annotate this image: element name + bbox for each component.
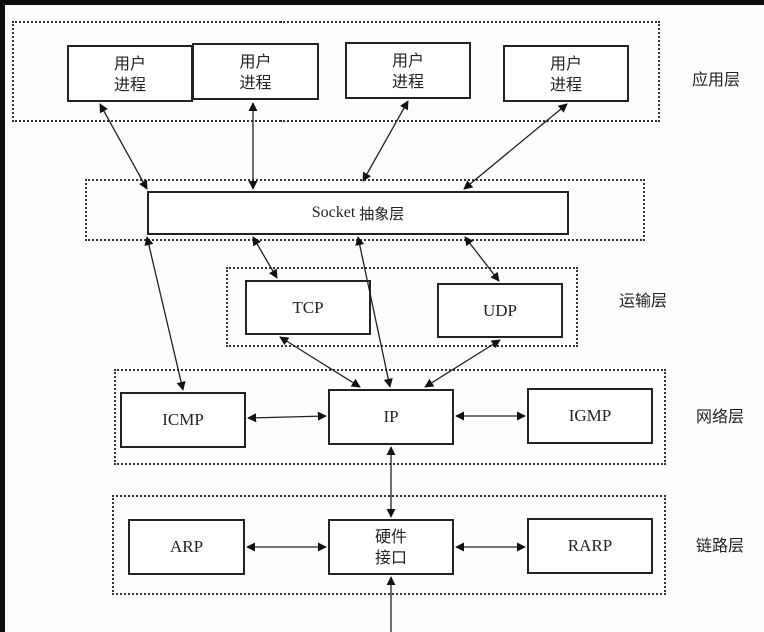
icmp-label: ICMP [162, 410, 204, 429]
user-process-line1: 用户 [391, 50, 424, 70]
transport-layer-region [226, 267, 578, 347]
hardware-interface-line1: 硬件 [374, 527, 407, 546]
user-process-line2: 进程 [391, 71, 424, 91]
socket-label-cn: 抽象层 [359, 204, 405, 223]
udp-box[interactable]: UDP [437, 283, 563, 338]
icmp-box[interactable]: ICMP [120, 392, 246, 448]
rarp-label: RARP [567, 536, 613, 555]
ip-box[interactable]: IP [328, 389, 454, 445]
igmp-box[interactable]: IGMP [527, 388, 653, 444]
user-process-line1: 用户 [113, 53, 146, 73]
hardware-interface-box[interactable]: 硬件 接口 [328, 519, 454, 575]
rarp-box[interactable]: RARP [527, 518, 653, 574]
user-process-box-1[interactable]: 用户 进程 [67, 45, 193, 102]
socket-abstraction-box[interactable]: Socket 抽象层 [147, 191, 569, 235]
diagram-canvas: 用户 进程 用户 进程 用户 进程 用户 进程 应用层 Socket 抽象层 T… [5, 5, 764, 632]
application-layer-label: 应用层 [692, 70, 741, 89]
arp-label: ARP [169, 537, 204, 556]
user-process-line2: 进程 [549, 74, 582, 94]
user-process-box-4[interactable]: 用户 进程 [503, 45, 629, 102]
user-process-box-3[interactable]: 用户 进程 [345, 42, 471, 99]
ip-label: IP [383, 407, 399, 426]
tcp-box[interactable]: TCP [245, 280, 371, 335]
igmp-label: IGMP [568, 406, 612, 425]
user-process-line1: 用户 [549, 53, 582, 73]
udp-label: UDP [482, 300, 517, 320]
tcp-label: TCP [292, 297, 324, 317]
link-layer-label: 链路层 [696, 536, 745, 555]
arp-box[interactable]: ARP [128, 519, 245, 575]
user-process-box-2[interactable]: 用户 进程 [192, 43, 319, 100]
user-process-line2: 进程 [239, 72, 272, 92]
transport-layer-label: 运输层 [619, 291, 668, 310]
user-process-line1: 用户 [239, 51, 272, 71]
hardware-interface-line2: 接口 [374, 548, 407, 567]
socket-label-latin: Socket [311, 204, 356, 221]
arrow-socket-icmp [144, 236, 186, 391]
network-layer-label: 网络层 [696, 407, 745, 426]
user-process-line2: 进程 [113, 74, 146, 94]
